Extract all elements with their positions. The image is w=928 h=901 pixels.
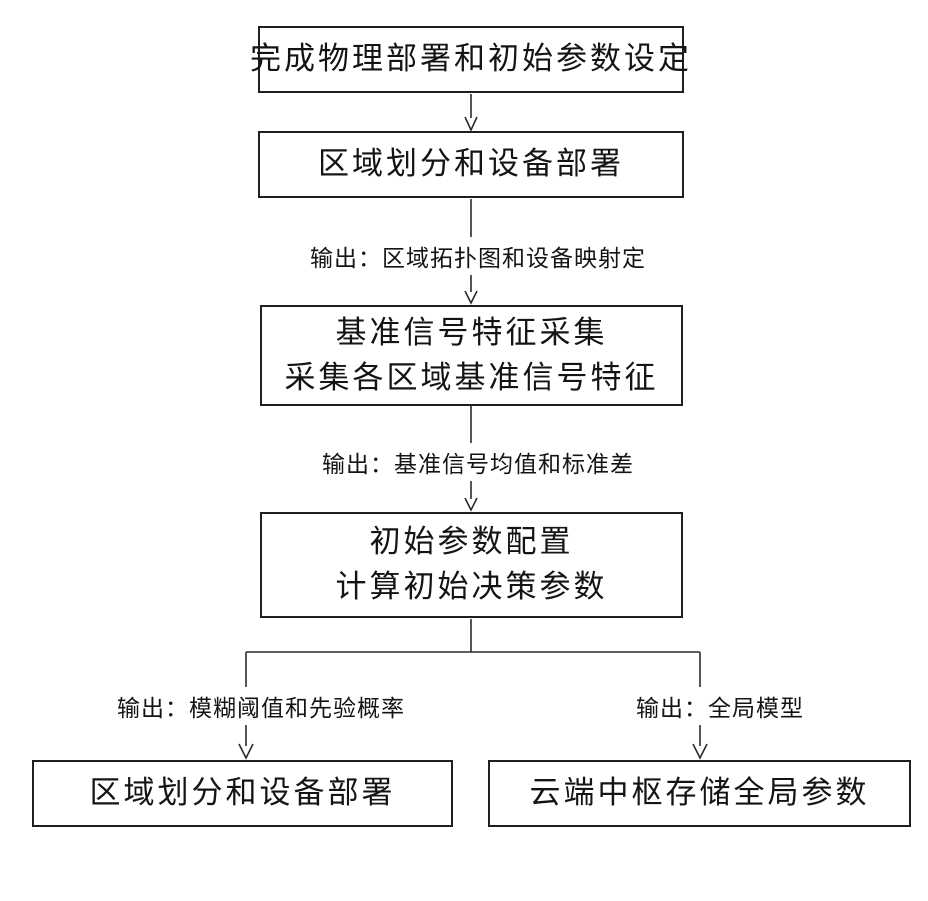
box-text-line1: 初始参数配置: [369, 524, 574, 560]
box-initial-parameter-configuration: 初始参数配置 计算初始决策参数: [260, 512, 683, 618]
arrowhead-branch-left: [238, 743, 254, 760]
box-complete-physical-deployment: 完成物理部署和初始参数设定: [250, 26, 689, 93]
box-text-line2: 采集各区域基准信号特征: [284, 359, 659, 395]
edge-label-topology-output: 输出：区域拓扑图和设备映射定: [302, 237, 654, 275]
box-text-line1: 基准信号特征采集: [335, 314, 608, 350]
box-reference-signal-feature-collection: 基准信号特征采集 采集各区域基准信号特征: [260, 305, 683, 406]
arrowhead-area-to-signal: [464, 290, 478, 305]
box-area-division-bottom: 区域划分和设备部署: [32, 760, 453, 827]
arrowhead-branch-right: [692, 743, 708, 760]
edge-label-fuzzy-threshold-output: 输出：模糊阈值和先验概率: [109, 687, 413, 725]
box-text: 区域划分和设备部署: [318, 146, 624, 182]
box-text: 云端中枢存储全局参数: [529, 775, 870, 811]
box-text: 完成物理部署和初始参数设定: [250, 41, 692, 77]
edge-label-mean-std-output: 输出：基准信号均值和标准差: [314, 443, 642, 481]
edge-label-global-model-output: 输出：全局模型: [628, 687, 812, 725]
arrowhead-top-to-area: [464, 116, 478, 132]
box-text: 区域划分和设备部署: [89, 775, 396, 811]
box-area-division-device-deployment: 区域划分和设备部署: [258, 131, 684, 198]
box-text-line2: 计算初始决策参数: [335, 569, 608, 604]
box-cloud-hub-global-parameters: 云端中枢存储全局参数: [488, 760, 911, 827]
arrowhead-signal-to-config: [464, 497, 478, 512]
